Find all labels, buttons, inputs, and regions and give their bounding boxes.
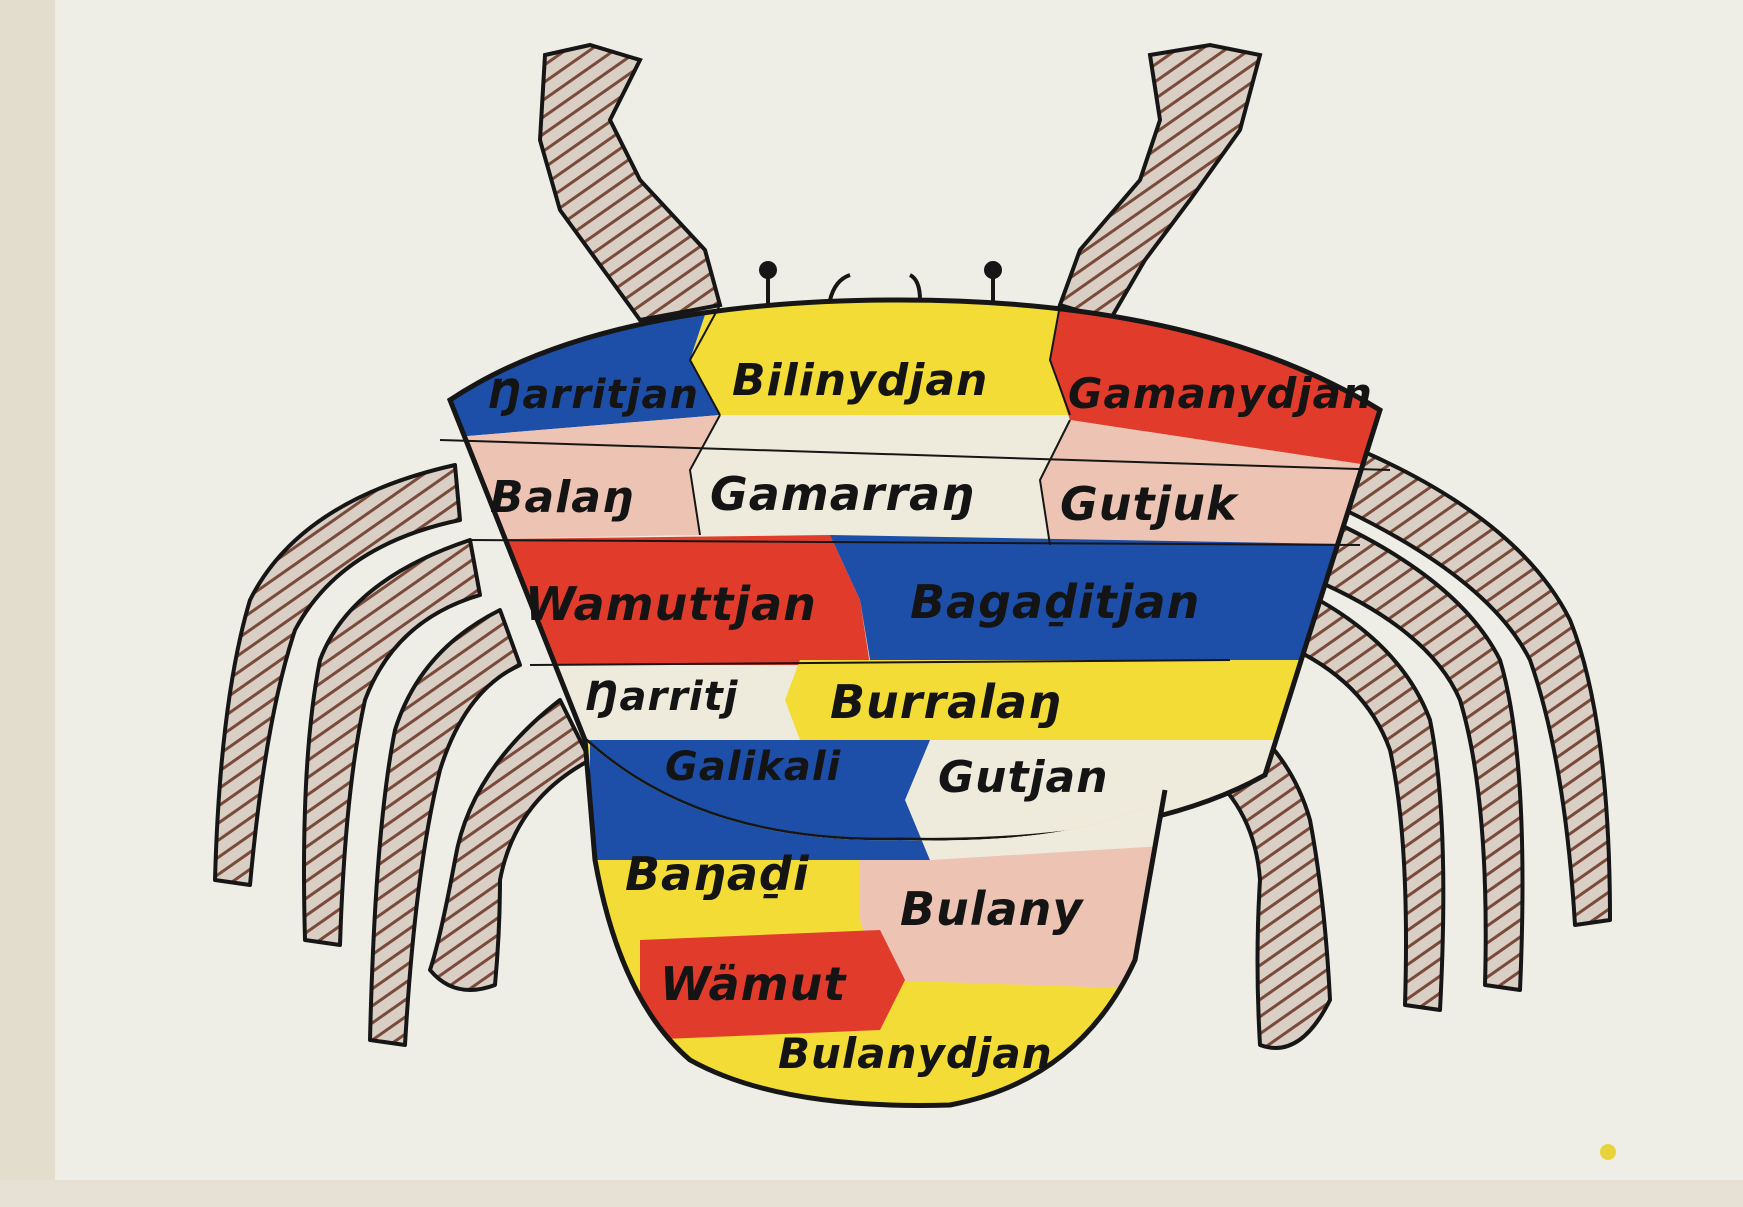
label-bagaditjan: Bagaḏitjan	[910, 575, 1200, 629]
label-gutjuk: Gutjuk	[1060, 477, 1239, 531]
paint-speck	[1600, 1144, 1616, 1160]
label-galikali: Galikali	[665, 744, 842, 790]
label-balan: Balaŋ	[490, 472, 634, 523]
label-banadi: Baŋaḏi	[625, 847, 810, 901]
label-bulany: Bulany	[900, 882, 1084, 936]
label-wamut: Wämut	[660, 957, 847, 1011]
label-narritj: Ŋarritj	[585, 674, 739, 720]
label-narritjan: Ŋarritjan	[488, 372, 699, 418]
label-bilinydjan: Bilinydjan	[732, 355, 988, 406]
label-wamuttjan: Wamuttjan	[525, 577, 817, 631]
label-burralan: Burralaŋ	[830, 675, 1062, 729]
label-gamanydjan: Gamanydjan	[1068, 369, 1373, 418]
label-bulanydjan: Bulanydjan	[778, 1029, 1053, 1078]
label-gutjan: Gutjan	[938, 752, 1109, 803]
label-gamarran: Gamarraŋ	[710, 467, 975, 521]
